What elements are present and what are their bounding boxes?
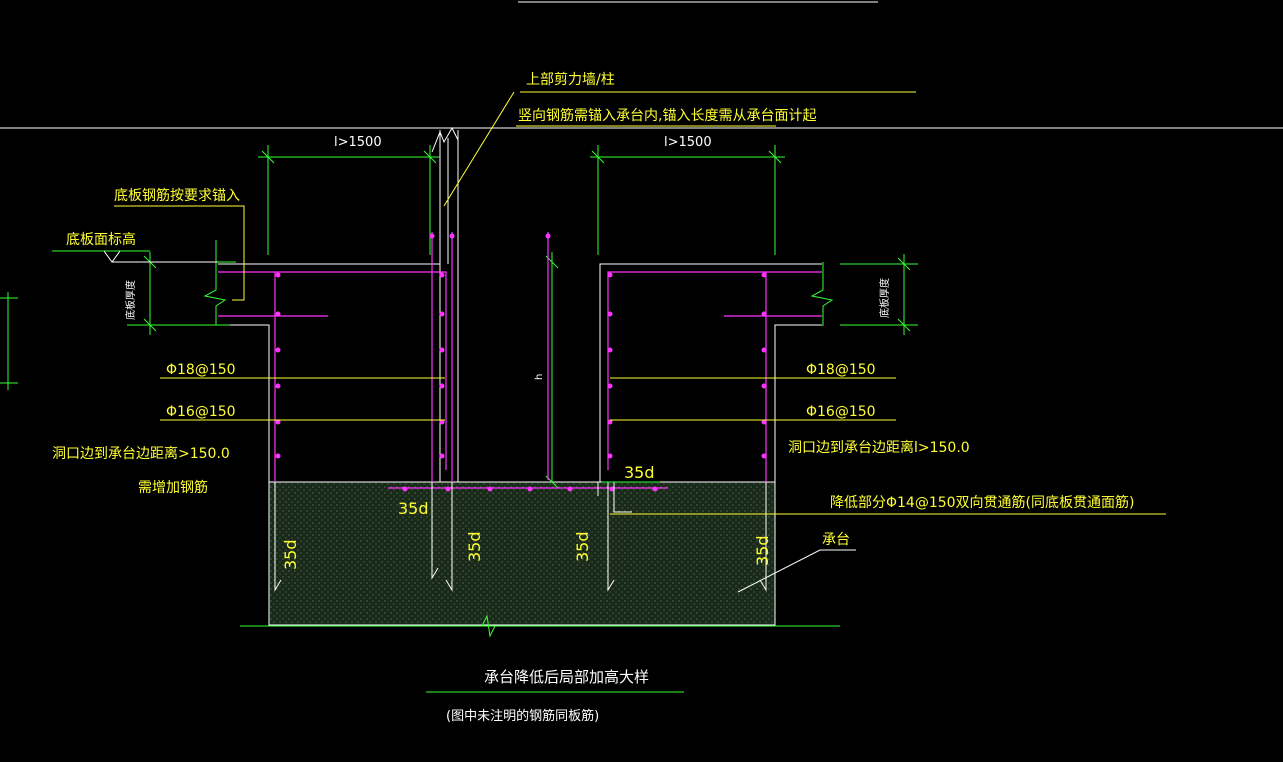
label-bar16-right: Φ16@150 bbox=[806, 404, 876, 420]
anchor-2 bbox=[445, 482, 453, 592]
pilecap-leader bbox=[737, 549, 856, 593]
label-35d-v4: 35d bbox=[753, 535, 772, 566]
label-35d-v2: 35d bbox=[465, 531, 484, 562]
tick bbox=[768, 150, 782, 164]
anchor-5 bbox=[759, 482, 767, 592]
anchor-4 bbox=[607, 482, 615, 592]
right-block-inner bbox=[599, 263, 822, 482]
tick bbox=[423, 150, 437, 164]
label-vertical-bars: 竖向钢筋需锚入承台内,锚入长度需从承台面计起 bbox=[518, 107, 816, 124]
label-slab-thickness-right: 底板厚度 bbox=[878, 278, 891, 318]
break-mark-bottom bbox=[481, 614, 496, 638]
label-pile-cap: 承台 bbox=[822, 532, 850, 548]
wall-break bbox=[431, 126, 459, 153]
label-bar18-right: Φ18@150 bbox=[806, 362, 876, 378]
label-title: 承台降低后局部加高大样 bbox=[484, 668, 649, 686]
label-len-left: l>1500 bbox=[334, 135, 382, 150]
left-block-outer bbox=[218, 324, 270, 482]
rebar-dots bbox=[275, 233, 767, 492]
label-35d-top-right: 35d bbox=[624, 463, 655, 482]
left-slab-top bbox=[218, 130, 441, 265]
tick bbox=[897, 257, 911, 271]
pile-cap-body bbox=[269, 482, 775, 625]
label-note: (图中未注明的钢筋同板筋) bbox=[446, 708, 599, 724]
label-slab-thickness-left: 底板厚度 bbox=[124, 280, 137, 320]
anchor-1 bbox=[431, 482, 439, 580]
left-break bbox=[203, 240, 227, 325]
label-add-bars: 需增加钢筋 bbox=[138, 479, 208, 496]
pile-cap-outline bbox=[268, 482, 776, 626]
label-bar16-left: Φ16@150 bbox=[166, 404, 236, 420]
right-break bbox=[810, 262, 834, 326]
label-len-right: l>1500 bbox=[664, 135, 712, 150]
label-shear-wall: 上部剪力墙/柱 bbox=[526, 72, 615, 88]
tick bbox=[261, 150, 275, 164]
right-block-outer bbox=[774, 324, 822, 482]
rebar-left-loop bbox=[274, 271, 447, 482]
tick bbox=[591, 150, 605, 164]
label-bottom-bar-anchor: 底板钢筋按要求锚入 bbox=[114, 187, 240, 204]
label-opening-right: 洞口边到承台边距离l>150.0 bbox=[788, 439, 970, 456]
label-height: h bbox=[534, 374, 545, 380]
anchor-3 bbox=[274, 482, 282, 592]
label-35d-v3: 35d bbox=[573, 531, 592, 562]
rebar-right-loop bbox=[607, 271, 767, 482]
elev-triangle bbox=[103, 250, 121, 263]
label-lowered-part: 降低部分Φ14@150双向贯通筋(同底板贯通面筋) bbox=[830, 494, 1134, 511]
tick bbox=[143, 318, 157, 332]
hook-right bbox=[613, 482, 632, 513]
label-35d-v1: 35d bbox=[281, 539, 300, 570]
label-bar18-left: Φ18@150 bbox=[166, 362, 236, 378]
shearwall-leader bbox=[443, 91, 515, 207]
anchor-leader bbox=[114, 205, 245, 301]
label-slab-top-elev: 底板面标高 bbox=[66, 231, 136, 248]
label-opening-left: 洞口边到承台边距离>150.0 bbox=[52, 445, 230, 462]
tick bbox=[897, 318, 911, 332]
label-35d-top-left: 35d bbox=[398, 499, 429, 518]
